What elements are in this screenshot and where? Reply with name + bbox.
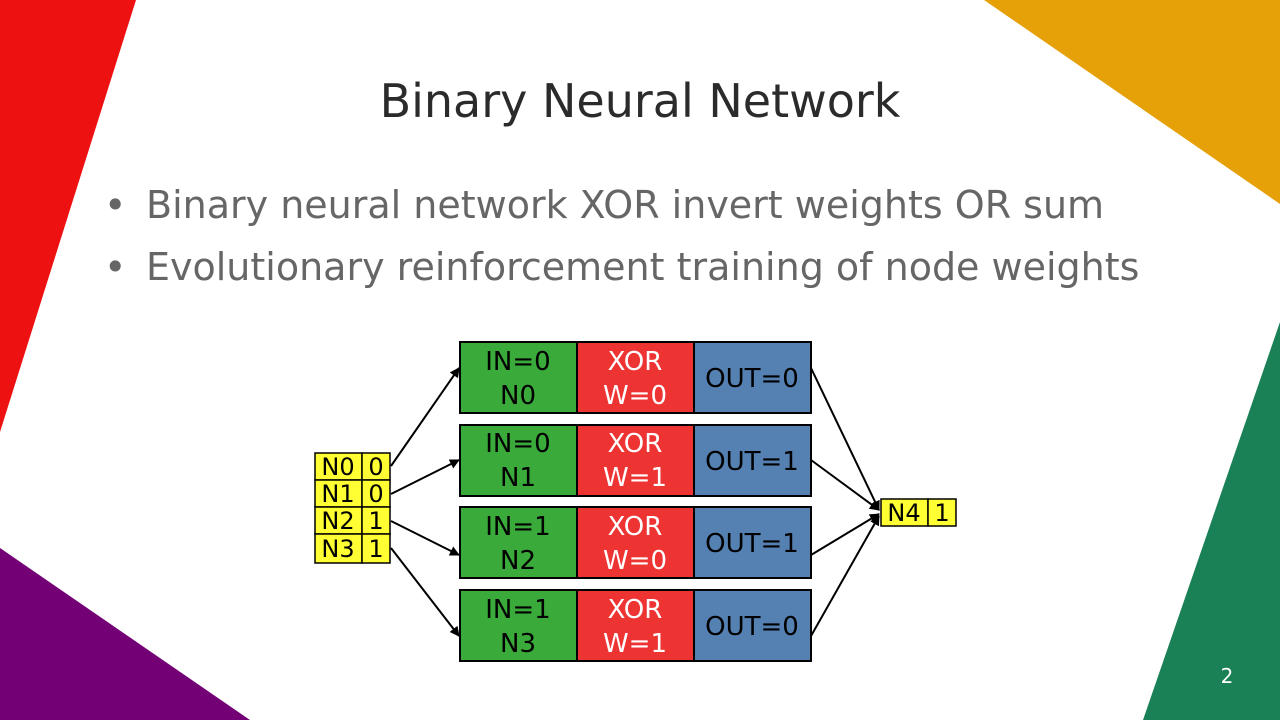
node-weight-label: W=1	[603, 463, 667, 493]
node-row: IN=0 N1 XOR W=1 OUT=1	[459, 424, 812, 497]
output-table: N4 1	[880, 498, 957, 527]
red-corner-shape	[0, 0, 136, 432]
green-corner-shape	[1143, 322, 1280, 720]
node-output-label: OUT=0	[705, 612, 799, 642]
input-name-cell	[314, 533, 363, 564]
input-value-cell	[361, 506, 391, 535]
node-row: IN=1 N3 XOR W=1 OUT=0	[459, 589, 812, 662]
input-value-cell	[361, 533, 391, 564]
input-value: 1	[368, 507, 383, 535]
input-name: N3	[321, 535, 354, 563]
node-name-label: N3	[500, 629, 536, 659]
output-name: N4	[887, 499, 920, 527]
node-xor-block	[576, 506, 695, 579]
node-output-label: OUT=1	[705, 529, 799, 559]
arrow-from-n1	[810, 459, 880, 511]
node-xor-label: XOR	[608, 512, 663, 542]
arrow-to-n1	[390, 459, 460, 495]
node-row: IN=0 N0 XOR W=0 OUT=0	[459, 341, 812, 414]
node-output-label: OUT=0	[705, 364, 799, 394]
input-name: N0	[321, 453, 354, 481]
node-input-label: IN=1	[485, 595, 550, 625]
input-name: N2	[321, 507, 354, 535]
slide-title: Binary Neural Network	[379, 74, 901, 128]
bullet-text: Binary neural network XOR invert weights…	[146, 183, 1105, 227]
purple-corner-shape	[0, 548, 250, 720]
input-table: N0 0 N1 0 N2 1 N3 1	[314, 452, 391, 564]
node-output-block	[693, 424, 812, 497]
output-value-cell	[927, 498, 957, 527]
orange-corner-shape	[984, 0, 1280, 204]
node-row: IN=1 N2 XOR W=0 OUT=1	[459, 506, 812, 579]
bullet-item: • Binary neural network XOR invert weight…	[104, 182, 1139, 244]
output-value: 1	[934, 499, 949, 527]
node-output-block	[693, 589, 812, 662]
input-name-cell	[314, 506, 363, 535]
node-name-label: N2	[500, 546, 536, 576]
input-value: 0	[368, 453, 383, 481]
node-weight-label: W=0	[603, 546, 667, 576]
input-arrows	[390, 367, 460, 637]
output-name-cell	[880, 498, 929, 527]
node-xor-label: XOR	[608, 595, 663, 625]
bullet-dot: •	[104, 245, 127, 289]
node-xor-label: XOR	[608, 429, 663, 459]
bullet-text: Evolutionary reinforcement training of n…	[146, 245, 1140, 289]
node-name-label: N1	[500, 463, 536, 493]
node-input-label: IN=0	[485, 429, 550, 459]
node-weight-label: W=0	[603, 381, 667, 411]
node-xor-block	[576, 589, 695, 662]
node-input-block	[459, 506, 578, 579]
arrow-to-n3	[390, 547, 460, 637]
arrow-from-n3	[810, 515, 880, 637]
page-number: 2	[1220, 664, 1234, 688]
node-input-block	[459, 341, 578, 414]
arrow-from-n2	[810, 513, 880, 556]
node-output-label: OUT=1	[705, 447, 799, 477]
node-input-label: IN=1	[485, 512, 550, 542]
arrow-from-n0	[810, 367, 880, 511]
node-xor-block	[576, 424, 695, 497]
node-weight-label: W=1	[603, 629, 667, 659]
arrow-to-n0	[390, 367, 460, 467]
input-name: N1	[321, 480, 354, 508]
bullet-dot: •	[104, 183, 127, 227]
bullet-item: • Evolutionary reinforcement training of …	[104, 244, 1139, 306]
node-input-label: IN=0	[485, 347, 550, 377]
arrow-to-n2	[390, 520, 460, 556]
output-arrows	[810, 367, 880, 637]
node-name-label: N0	[500, 381, 536, 411]
node-output-block	[693, 341, 812, 414]
input-value: 0	[368, 480, 383, 508]
input-value: 1	[368, 535, 383, 563]
bullet-list: • Binary neural network XOR invert weight…	[104, 182, 1139, 306]
node-output-block	[693, 506, 812, 579]
node-xor-label: XOR	[608, 347, 663, 377]
